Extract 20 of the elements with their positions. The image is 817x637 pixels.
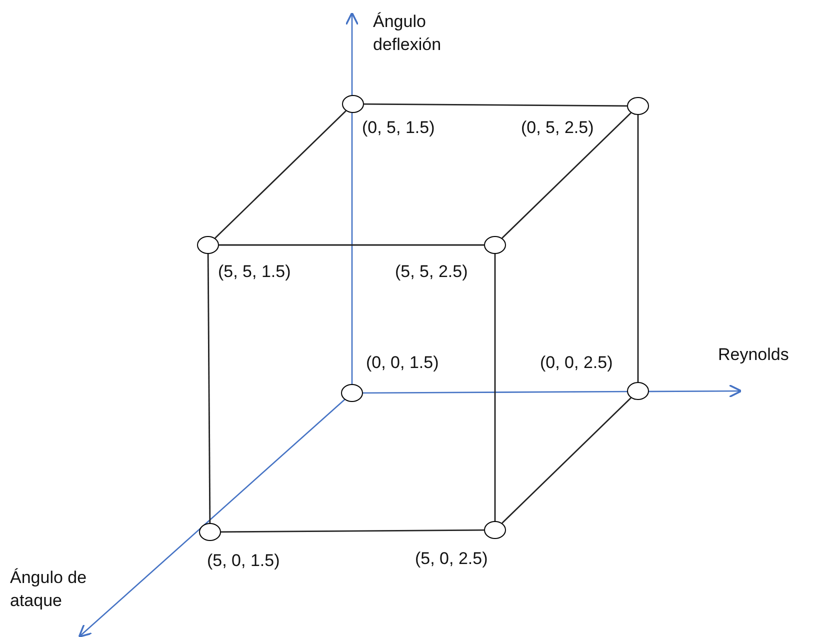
coordinate-label: (0, 0, 1.5) <box>366 352 439 374</box>
coordinate-label: (0, 5, 2.5) <box>521 117 594 139</box>
cube-edge <box>502 112 632 239</box>
coordinate-label: (5, 5, 2.5) <box>395 261 468 283</box>
axis-label: Ángulo deflexión <box>373 11 442 56</box>
coordinate-label: (0, 5, 1.5) <box>362 117 435 139</box>
coordinate-label: (5, 0, 2.5) <box>415 548 488 570</box>
cube-edge <box>494 254 496 521</box>
coordinate-label: (5, 0, 1.5) <box>207 550 280 572</box>
coordinate-label: (5, 5, 1.5) <box>218 261 291 283</box>
cube-edge <box>214 110 346 239</box>
cube-edge <box>502 397 632 524</box>
cube-edge <box>221 529 484 533</box>
cube-edge <box>219 244 484 246</box>
cube-edge <box>207 254 211 523</box>
axis-label: Reynolds <box>718 344 790 366</box>
coordinate-label: (0, 0, 2.5) <box>540 352 613 374</box>
axis-label: Ángulo de ataque <box>10 567 88 612</box>
cube-edge <box>637 115 639 382</box>
cube-edge <box>364 103 627 107</box>
